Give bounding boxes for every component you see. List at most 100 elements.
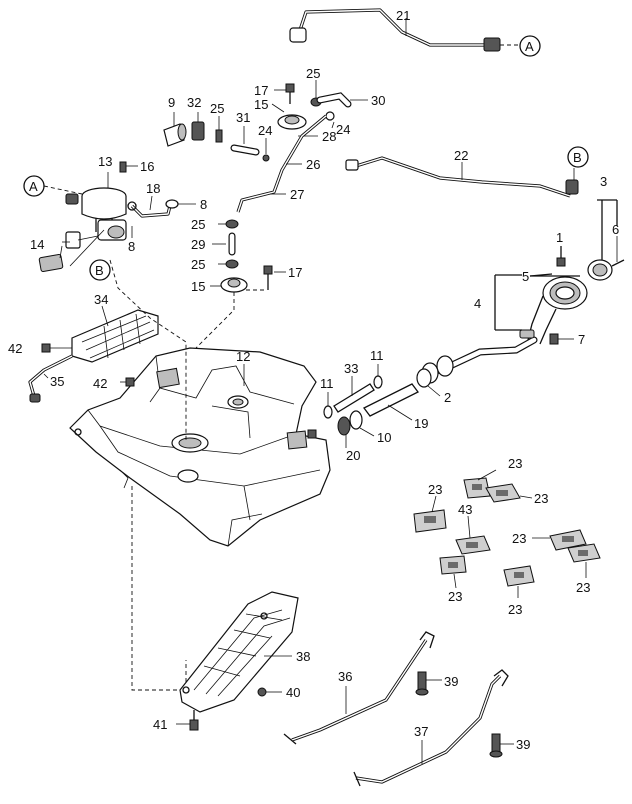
nut-40 bbox=[257, 687, 282, 697]
callout-42-right: 42 bbox=[93, 376, 107, 391]
callout-23-lowcenter: 23 bbox=[508, 602, 522, 617]
tank-strap-36 bbox=[283, 631, 435, 745]
callout-20: 20 bbox=[346, 448, 360, 463]
hose-31 bbox=[230, 126, 260, 156]
callout-24-left: 24 bbox=[258, 123, 272, 138]
callout-32: 32 bbox=[187, 95, 201, 110]
callout-4: 4 bbox=[474, 296, 481, 311]
clamp-10 bbox=[349, 410, 375, 437]
pump-alignment-line bbox=[109, 259, 187, 440]
callout-39-lower: 39 bbox=[516, 737, 530, 752]
callout-11-left: 11 bbox=[320, 376, 334, 391]
ref-circle-b-left: B bbox=[89, 259, 111, 281]
clip-8-upper bbox=[165, 199, 196, 209]
callout-11-right: 11 bbox=[370, 348, 384, 363]
fuel-line-21 bbox=[289, 8, 518, 52]
callout-23-top: 23 bbox=[508, 456, 522, 471]
callout-29: 29 bbox=[191, 237, 205, 252]
fuel-tank-12 bbox=[69, 347, 331, 547]
callout-41: 41 bbox=[153, 717, 167, 732]
callout-26: 26 bbox=[306, 157, 320, 172]
callout-24-right: 24 bbox=[336, 122, 350, 137]
clamp-25-d bbox=[218, 259, 239, 269]
screw-16 bbox=[119, 161, 138, 173]
callout-33: 33 bbox=[344, 361, 358, 376]
callout-28: 28 bbox=[322, 129, 336, 144]
callout-31: 31 bbox=[236, 110, 250, 125]
callout-12: 12 bbox=[236, 349, 250, 364]
callout-35: 35 bbox=[50, 374, 64, 389]
clamp-25-c bbox=[218, 219, 239, 229]
breather-hose-33 bbox=[333, 376, 375, 413]
tank-strap-37 bbox=[353, 669, 509, 787]
callout-8-upper: 8 bbox=[200, 197, 207, 212]
hose-29 bbox=[212, 232, 236, 256]
callout-30: 30 bbox=[371, 93, 385, 108]
callout-16: 16 bbox=[140, 159, 154, 174]
callout-23-lowright: 23 bbox=[576, 580, 590, 595]
wiring-35 bbox=[28, 354, 73, 403]
callout-21: 21 bbox=[396, 8, 410, 23]
callout-3: 3 bbox=[600, 174, 607, 189]
callout-36: 36 bbox=[338, 669, 352, 684]
fuel-line-22 bbox=[345, 156, 579, 198]
callout-25-a: 25 bbox=[210, 101, 224, 116]
callout-25-b: 25 bbox=[306, 66, 320, 81]
clamp-2 bbox=[416, 368, 441, 397]
ref-a-top: A bbox=[525, 39, 534, 54]
callout-2: 2 bbox=[444, 390, 451, 405]
callout-7: 7 bbox=[578, 332, 585, 347]
pad-23-midleft bbox=[439, 555, 467, 589]
clip-24-right bbox=[325, 111, 335, 129]
pad-23-midright bbox=[532, 529, 587, 551]
bolt-17-upper bbox=[274, 83, 295, 104]
pad-23-lowcenter bbox=[503, 565, 535, 598]
callout-37: 37 bbox=[414, 724, 428, 739]
clip-24-left bbox=[262, 138, 270, 162]
callout-17-upper: 17 bbox=[254, 83, 268, 98]
callout-15-upper: 15 bbox=[254, 97, 268, 112]
callout-22: 22 bbox=[454, 148, 468, 163]
hose-18 bbox=[127, 195, 172, 218]
callout-14: 14 bbox=[30, 237, 44, 252]
pad-23-left bbox=[413, 495, 447, 533]
pad-23-lowright bbox=[567, 543, 601, 578]
bolt-7 bbox=[549, 333, 574, 345]
callout-25-c: 25 bbox=[191, 217, 205, 232]
ref-b-right: B bbox=[573, 150, 582, 165]
clamp-20 bbox=[337, 416, 351, 448]
callout-17-lower: 17 bbox=[288, 265, 302, 280]
callout-8-lower: 8 bbox=[128, 239, 135, 254]
callout-40: 40 bbox=[286, 685, 300, 700]
vapor-tube-27 bbox=[236, 114, 328, 213]
bolt-42-right bbox=[120, 377, 135, 387]
callout-39-upper: 39 bbox=[444, 674, 458, 689]
hose-30 bbox=[316, 92, 368, 108]
callout-19: 19 bbox=[414, 416, 428, 431]
callout-15-lower: 15 bbox=[191, 279, 205, 294]
filler-cap-assembly bbox=[587, 199, 625, 281]
bolt-17-lower bbox=[246, 265, 286, 291]
clamp-11-right bbox=[373, 364, 383, 389]
callout-1: 1 bbox=[556, 230, 563, 245]
callout-5: 5 bbox=[522, 269, 529, 284]
callout-23-topright: 23 bbox=[534, 491, 548, 506]
bolt-39-upper bbox=[415, 671, 442, 696]
ref-a-left: A bbox=[29, 179, 38, 194]
callout-10: 10 bbox=[377, 430, 391, 445]
callout-23-midleft: 23 bbox=[448, 589, 462, 604]
ref-circle-b-right: B bbox=[567, 146, 589, 168]
bolt-42-left bbox=[41, 343, 72, 353]
callout-43: 43 bbox=[458, 502, 472, 517]
bolt-41 bbox=[176, 710, 199, 731]
callout-13: 13 bbox=[98, 154, 112, 169]
filler-hose-19 bbox=[363, 383, 419, 421]
rollover-valve-15-upper bbox=[271, 103, 307, 130]
rollover-valve-15-lower bbox=[195, 277, 248, 349]
callout-25-d: 25 bbox=[191, 257, 205, 272]
pad-43 bbox=[455, 515, 491, 555]
callout-23-midright: 23 bbox=[512, 531, 526, 546]
callout-38: 38 bbox=[296, 649, 310, 664]
filler-neck-assembly bbox=[421, 273, 588, 384]
bolt-1 bbox=[556, 246, 566, 267]
